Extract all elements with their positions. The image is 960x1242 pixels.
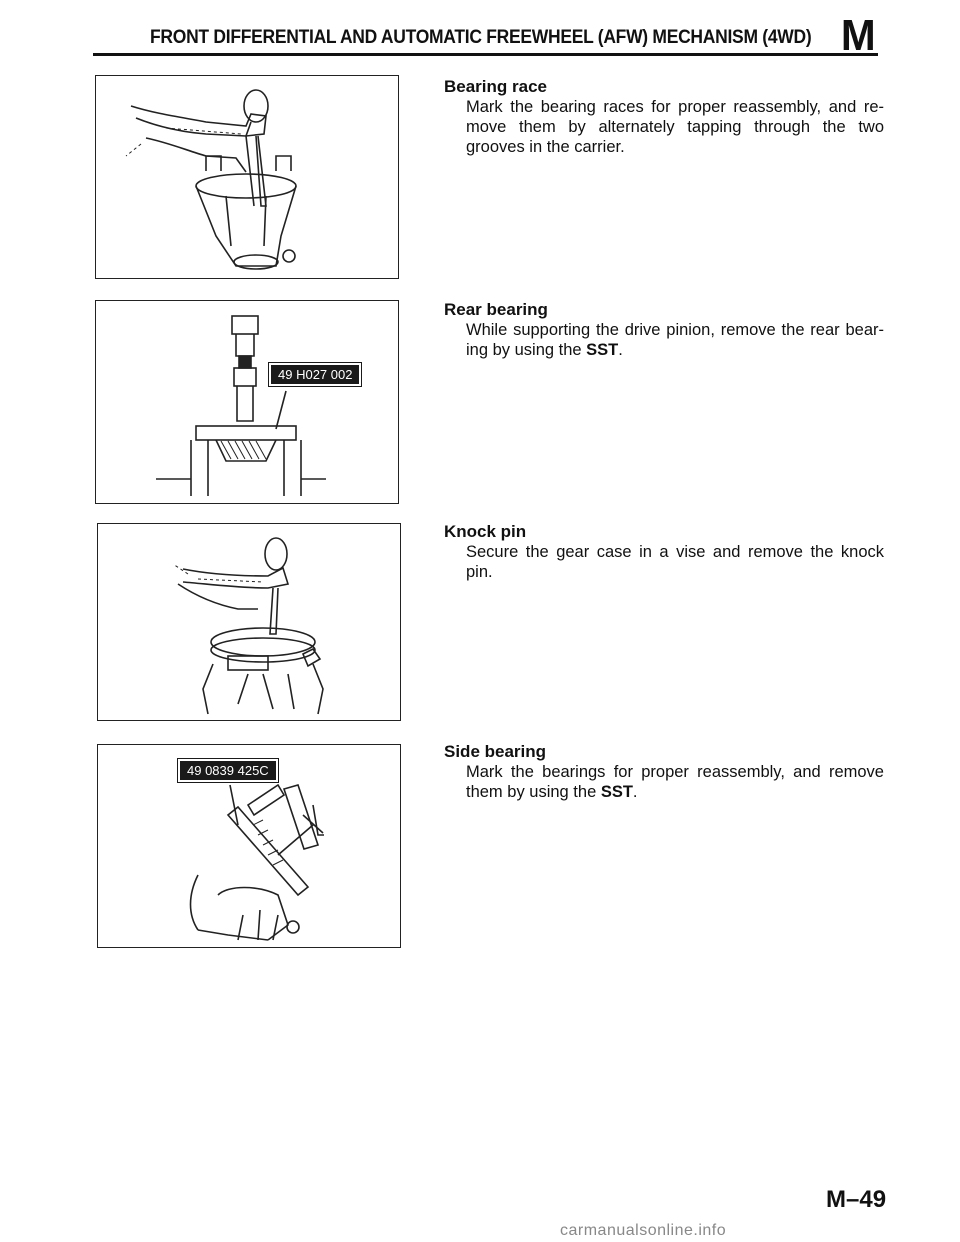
rear-bearing-illustration (156, 315, 326, 496)
figure-side-bearing: 49 0839 425C (97, 744, 401, 948)
header-rule (93, 53, 878, 56)
section-body: Secure the gear case in a vise and remov… (466, 543, 884, 581)
figure-rear-bearing: 49 H027 002 (95, 300, 399, 504)
page-number: M–49 (826, 1186, 887, 1213)
section-title: Bearing race (444, 77, 547, 96)
body-text: Mark the bearings for proper reassembly,… (466, 763, 884, 801)
sst-term: SST (600, 783, 633, 801)
section-knock-pin: Knock pin Secure the gear case in a vise… (444, 522, 884, 582)
body-end: . (618, 341, 623, 359)
figure-knock-pin (97, 523, 401, 721)
section-bearing-race: Bearing race Mark the bearing races for … (444, 77, 884, 157)
knock-pin-illustration (172, 537, 324, 715)
tool-label-rear-bearing: 49 H027 002 (267, 362, 363, 387)
section-title: Knock pin (444, 522, 527, 541)
section-body: While supporting the drive pinion, remov… (466, 320, 884, 360)
body-end: . (632, 783, 638, 801)
page-header-title: FRONT DIFFERENTIAL AND AUTOMATIC FREEWHE… (150, 27, 812, 48)
section-title: Side bearing (444, 742, 547, 761)
tool-label-side-bearing: 49 0839 425C (177, 758, 279, 783)
watermark: carmanualsonline.info (560, 1222, 727, 1239)
bearing-race-illustration (125, 89, 297, 270)
figure-bearing-race (95, 75, 399, 279)
section-letter: M (840, 11, 876, 60)
section-side-bearing: Side bearing Mark the bearings for prope… (444, 742, 884, 802)
section-title: Rear bearing (444, 300, 548, 319)
section-rear-bearing: Rear bearing While supporting the drive … (444, 300, 884, 360)
section-body: Mark the bearing races for proper reasse… (466, 98, 884, 156)
side-bearing-illustration (189, 783, 324, 941)
body-text: While supporting the drive pinion, remov… (466, 321, 884, 359)
sst-term: SST (586, 341, 619, 359)
section-body: Mark the bearings for proper reassembly,… (466, 762, 884, 802)
